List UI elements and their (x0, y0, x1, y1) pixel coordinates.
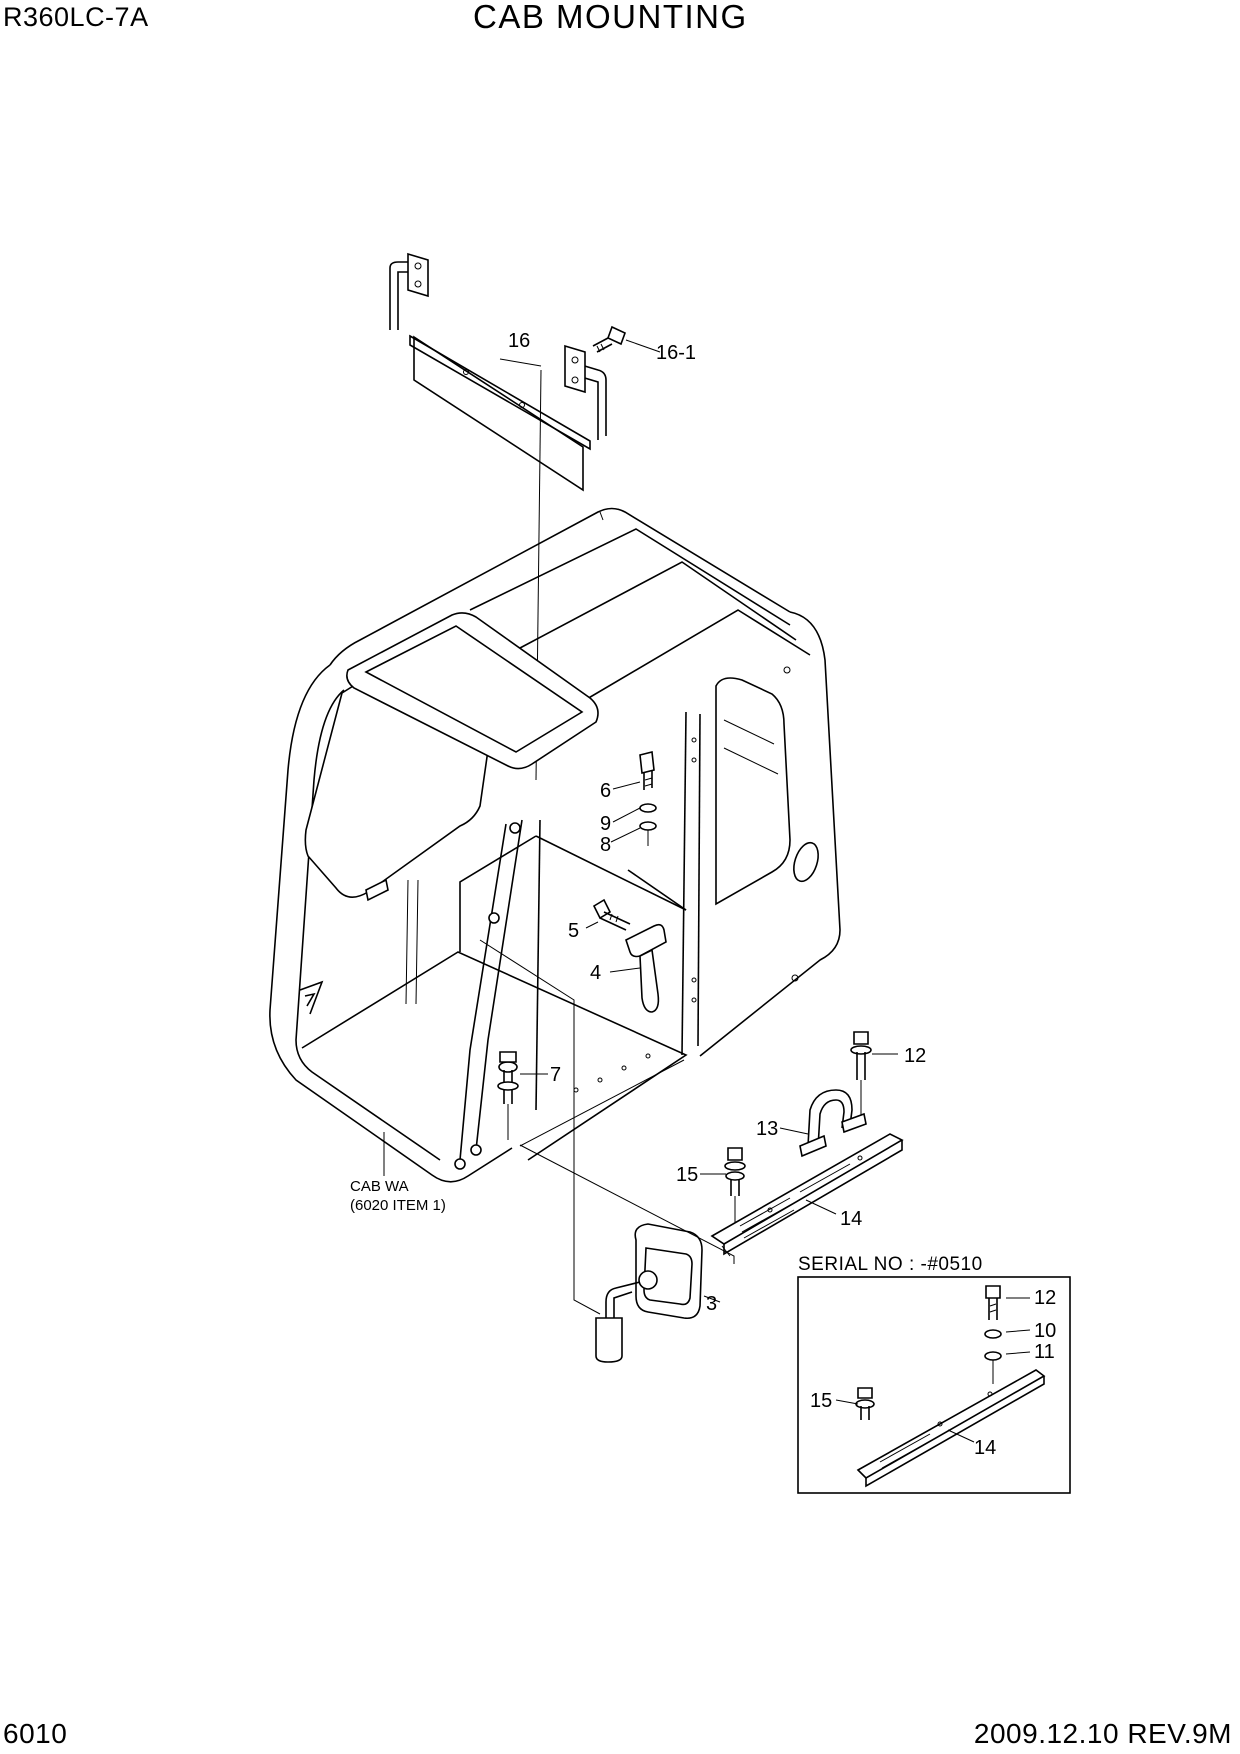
callout-6: 6 (600, 780, 611, 802)
bolt-7 (497, 1051, 519, 1140)
inset-callout-12: 12 (1034, 1287, 1056, 1309)
logo-mark (299, 980, 324, 1015)
cab-body (269, 507, 841, 1183)
callout-16-1: 16-1 (656, 342, 696, 364)
cab-note-line1: CAB WA (350, 1178, 409, 1195)
callout-12: 12 (904, 1045, 926, 1067)
visor-screw-16-1 (592, 325, 627, 353)
washer-8 (639, 821, 657, 831)
sun-visor-assembly (389, 252, 661, 781)
callout-3: 3 (706, 1293, 717, 1315)
cab-note-line2: (6020 ITEM 1) (350, 1197, 446, 1214)
inset-bolt-12 (985, 1285, 1001, 1320)
callout-7: 7 (550, 1064, 561, 1086)
cab-right-side (699, 611, 841, 1057)
handrail-13 (799, 1089, 867, 1158)
callout-13: 13 (756, 1118, 778, 1140)
callout-8: 8 (600, 834, 611, 856)
front-latch (365, 878, 389, 902)
inset-washer-10 (984, 1329, 1002, 1339)
inset-callout-11: 11 (1034, 1341, 1055, 1363)
bolt-6-assembly (639, 751, 655, 790)
roof-outline (329, 507, 791, 666)
inset-callout-14: 14 (974, 1437, 996, 1459)
cab-front-frame (269, 664, 513, 1183)
callout-15: 15 (676, 1164, 698, 1186)
visor-bracket-right (577, 363, 607, 436)
inset-step-14 (856, 1369, 1046, 1488)
serial-inset-box (797, 1276, 1071, 1494)
callout-14: 14 (840, 1208, 862, 1230)
revision-date: 2009.12.10 REV.9M (973, 1718, 1232, 1749)
inset-callout-10: 10 (1034, 1320, 1056, 1342)
door-handle (793, 841, 819, 883)
inset-bolt-15 (855, 1387, 875, 1420)
callout-4: 4 (590, 962, 601, 984)
emergency-hammer-4 (625, 923, 667, 1013)
cab-floor (301, 951, 688, 1161)
bolt-15 (724, 1147, 746, 1228)
roof-hatch (346, 612, 599, 770)
inset-heading: SERIAL NO : -#0510 (798, 1254, 983, 1275)
page-title: CAB MOUNTING (473, 0, 748, 35)
mirror-3 (595, 1223, 703, 1363)
callout-5: 5 (568, 920, 579, 942)
bolt-12 (850, 1031, 872, 1120)
bolt-5 (592, 898, 631, 931)
washer-9 (639, 803, 657, 813)
callout-16: 16 (508, 330, 530, 352)
sun-visor-panel (413, 335, 584, 492)
inset-washer-11 (984, 1351, 1002, 1361)
rear-side-window (715, 677, 791, 906)
visor-bracket-left (389, 261, 408, 330)
page-number: 6010 (3, 1718, 68, 1749)
step-14 (710, 1133, 904, 1257)
callout-9: 9 (600, 813, 611, 835)
model-name: R360LC-7A (3, 2, 149, 32)
inset-callout-15: 15 (810, 1390, 832, 1412)
